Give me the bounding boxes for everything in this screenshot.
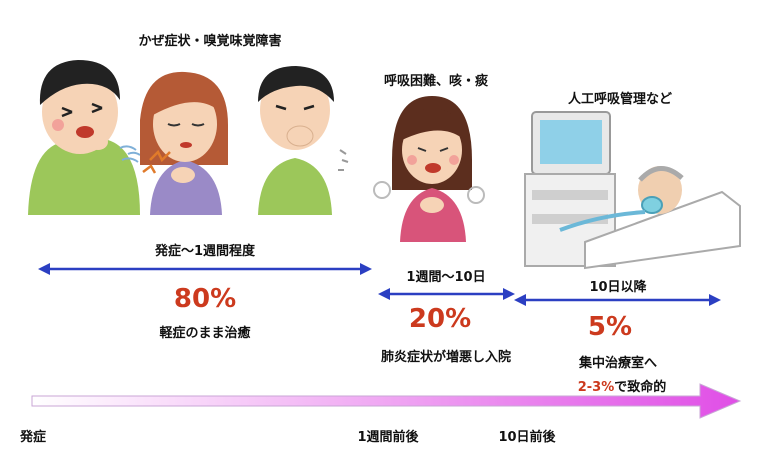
stage3-duration-arrow <box>514 294 721 306</box>
stage2-outcome: 肺炎症状が増悪し入院 <box>380 350 512 365</box>
stage3-fatality-text: で致命的 <box>614 380 667 395</box>
ventilator-patient-icon <box>524 111 741 270</box>
timeline-arrow <box>31 383 742 419</box>
sneezing-man-icon <box>258 66 349 215</box>
coughing-boy-icon <box>28 60 141 215</box>
stage1-duration: 発症〜1週間程度 <box>154 244 256 259</box>
timeline-label-onset: 発症 <box>20 430 47 445</box>
breathless-woman-icon <box>373 96 485 242</box>
stage2-duration-arrow <box>378 288 515 300</box>
timeline-label-1week: 1週間前後 <box>357 430 419 445</box>
timeline-label-10days: 10日前後 <box>498 430 556 445</box>
stage2-caption: 呼吸困難、咳・痰 <box>383 74 489 89</box>
sore-throat-woman-icon <box>140 71 228 215</box>
stage3-fatality: 2-3%で致命的 <box>578 376 667 395</box>
stage1-percent: 80% <box>173 284 237 314</box>
stage3-fatality-percent: 2-3% <box>577 380 615 395</box>
stage1-duration-arrow <box>38 263 372 275</box>
stage1-caption: かぜ症状・嗅覚味覚障害 <box>138 34 282 49</box>
stage2-percent: 20% <box>408 304 472 334</box>
stage3-duration: 10日以降 <box>589 280 647 295</box>
stage2-duration: 1週間〜10日 <box>406 270 486 285</box>
stage3-outcome: 集中治療室へ <box>578 356 658 371</box>
stage3-caption: 人工呼吸管理など <box>567 92 673 107</box>
stage1-outcome: 軽症のまま治癒 <box>159 326 251 341</box>
stage3-percent: 5% <box>587 312 633 342</box>
